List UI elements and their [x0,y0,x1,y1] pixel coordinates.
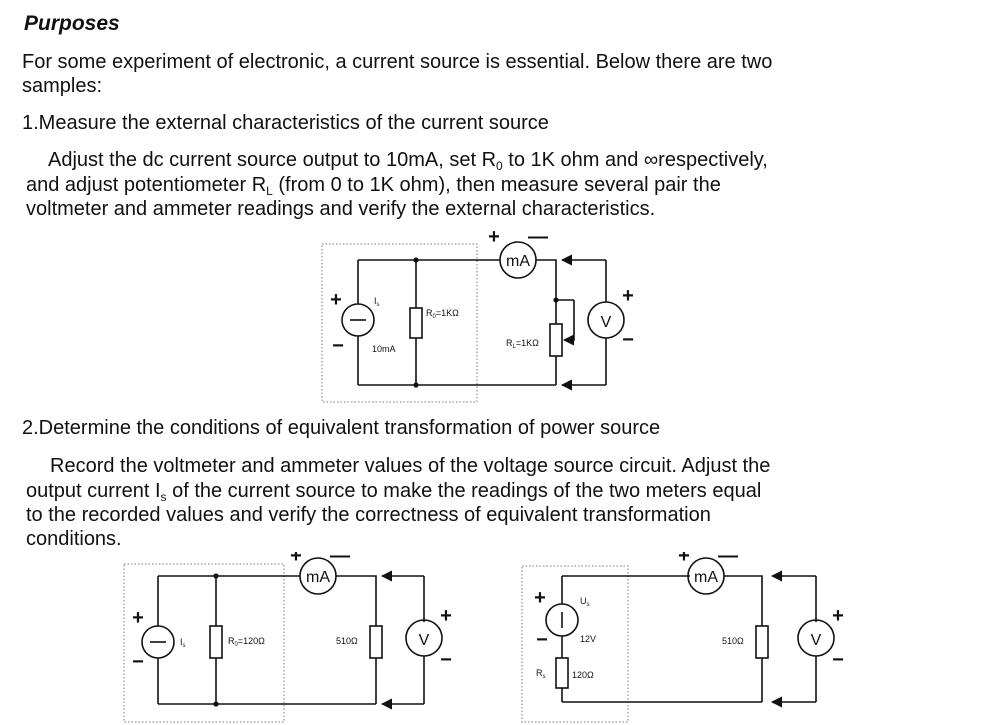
potentiometer-rl [549,323,563,357]
load-resistor [369,625,383,659]
section1-para-line-2: and adjust potentiometer RL (from 0 to 1… [26,174,721,198]
circuit-diagram-3: mA + — V + − + − Us 12V Rs 120Ω 510Ω [521,552,844,723]
source-minus: − [332,335,344,357]
voltmeter-minus: − [832,649,844,671]
section2-para-line-4: conditions. [26,528,122,550]
voltmeter-plus: + [440,605,452,627]
load-value: 510Ω [336,636,358,646]
ammeter-plus: + [678,552,690,567]
r0-label: R0=1KΩ [426,308,459,320]
r0-label: R0=120Ω [228,636,265,648]
ammeter-plus: + [488,228,500,248]
section2-title: 2.Determine the conditions of equivalent… [22,417,661,439]
circuit-diagram-1: mA + — V + − + − Is 10mA R0=1KΩ RL=1KΩ [321,228,634,403]
voltmeter-plus: + [832,605,844,627]
ammeter-minus: — [528,228,548,248]
source-frame [123,563,285,723]
intro-line-1: For some experiment of electronic, a cur… [22,51,773,73]
source-minus: − [132,651,144,673]
us-label: Us [580,596,590,608]
is-label: Is [180,637,186,649]
voltmeter-label: V [601,314,612,331]
is-label: Is [374,296,380,308]
ammeter-minus: — [330,552,350,567]
junction-dot [553,297,559,303]
section2-para-line-2: output current Is of the current source … [26,480,762,504]
rs-value: 120Ω [572,670,594,680]
section1-title: 1.Measure the external characteristics o… [22,112,549,134]
source-plus: + [132,607,144,629]
load-value: 510Ω [722,636,744,646]
ammeter-minus: — [718,552,738,567]
rl-label: RL=1KΩ [506,338,539,350]
junction-dot [413,257,419,263]
rs-label: Rs [536,668,546,680]
resistor-r0 [209,625,223,659]
source-plus: + [534,587,546,609]
voltmeter-label: V [419,632,430,649]
voltmeter-minus: − [440,649,452,671]
voltmeter-label: V [811,632,822,649]
wire [536,259,557,324]
ammeter-label: mA [306,569,330,586]
junction-dot [213,701,219,707]
voltage-value: 12V [580,634,596,644]
source-plus: + [330,289,342,311]
ammeter-plus: + [290,552,302,567]
circuit-diagram-2: mA + — V + − + − Is R0=120Ω 510Ω [123,552,452,723]
load-resistor [755,625,769,659]
voltmeter-plus: + [622,285,634,307]
source-frame [321,243,478,403]
current-value: 10mA [372,344,396,354]
ammeter-label: mA [506,253,530,270]
source-frame [521,565,629,723]
source-minus: − [536,629,548,651]
current-source-symbol [141,625,175,659]
section1-para-line-3: voltmeter and ammeter readings and verif… [26,198,656,220]
resistor-r0 [409,307,423,339]
heading-purposes: Purposes [24,12,120,35]
ammeter-label: mA [694,569,718,586]
current-source-symbol [341,303,375,337]
section1-para-line-1: Adjust the dc current source output to 1… [48,149,768,173]
junction-dot [213,573,219,579]
voltmeter-minus: − [622,329,634,351]
junction-dot [413,382,419,388]
intro-line-2: samples: [22,75,103,97]
section2-para-line-3: to the recorded values and verify the co… [26,504,711,526]
section2-para-line-1: Record the voltmeter and ammeter values … [50,455,771,477]
resistor-rs [555,657,569,689]
